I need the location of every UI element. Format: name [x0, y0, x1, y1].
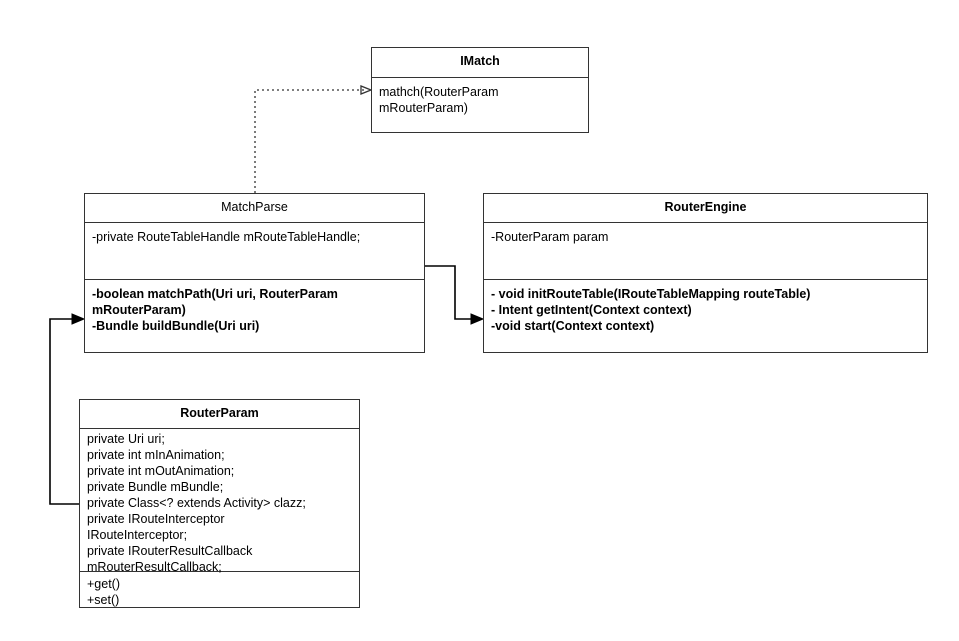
- class-members-imatch: mathch(RouterParam mRouterParam): [379, 85, 499, 115]
- class-box-routerengine[interactable]: RouterEngine -RouterParam param - void i…: [483, 193, 928, 353]
- class-box-matchparse[interactable]: MatchParse -private RouteTableHandle mRo…: [84, 193, 425, 353]
- class-methods-matchparse: -boolean matchPath(Uri uri, RouterParam …: [92, 287, 338, 333]
- class-title-routerparam: RouterParam: [80, 400, 359, 429]
- class-box-routerparam[interactable]: RouterParam private Uri uri; private int…: [79, 399, 360, 608]
- class-title-routerengine: RouterEngine: [484, 194, 927, 223]
- class-attributes-routerparam: private Uri uri; private int mInAnimatio…: [80, 429, 359, 574]
- class-title-matchparse: MatchParse: [85, 194, 424, 223]
- connector-matchparse-implements-imatch: [254, 85, 373, 193]
- connector-routerparam-to-matchparse: [49, 313, 86, 505]
- class-methods-routerparam: +get() +set(): [87, 577, 121, 607]
- class-box-imatch[interactable]: IMatch mathch(RouterParam mRouterParam): [371, 47, 589, 133]
- class-attributes-routerengine: -RouterParam param: [484, 223, 927, 280]
- class-methods-routerengine: - void initRouteTable(IRouteTableMapping…: [491, 287, 811, 333]
- class-attributes-matchparse: -private RouteTableHandle mRouteTableHan…: [85, 223, 424, 280]
- connector-matchparse-to-routerengine: [425, 265, 485, 325]
- class-title-imatch: IMatch: [372, 48, 588, 78]
